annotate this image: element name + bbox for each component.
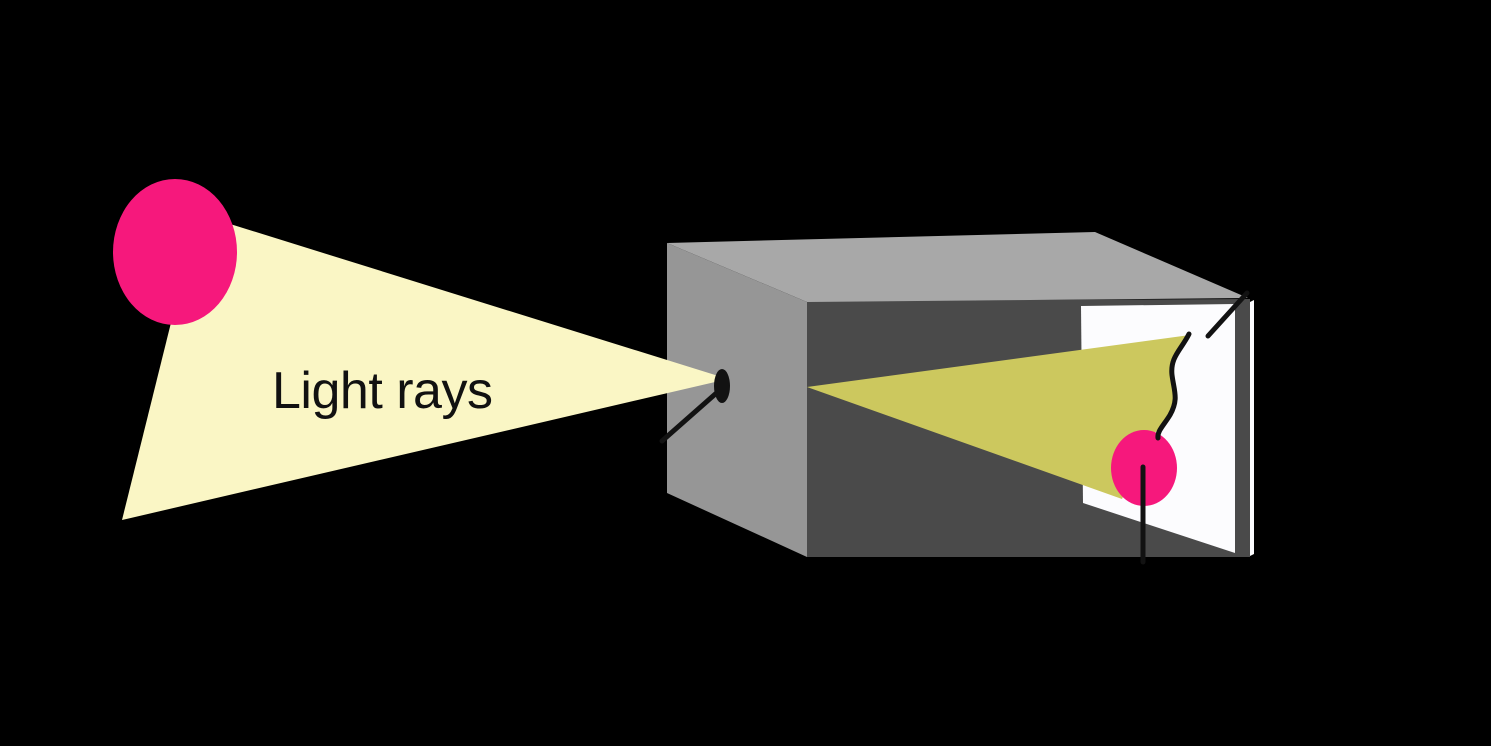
screen-edge	[1250, 300, 1254, 556]
projected-beam	[807, 335, 1190, 499]
box-top-face	[667, 232, 1248, 302]
light-source	[113, 179, 237, 325]
screen-pointer-line	[1205, 290, 1250, 339]
image-outline-squiggle	[1155, 331, 1192, 441]
box-front-face	[667, 243, 807, 557]
pinhole	[714, 369, 730, 403]
light-beam	[122, 214, 728, 520]
pinhole-pointer-line	[659, 386, 724, 444]
light-rays-label: Light rays	[272, 362, 492, 420]
